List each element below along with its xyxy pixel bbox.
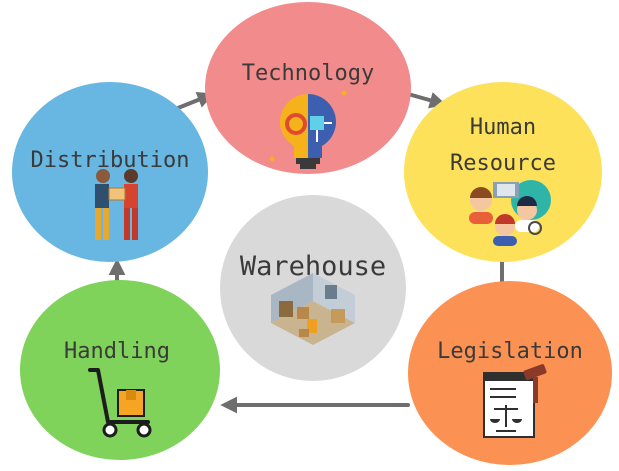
warehouse-room-icon	[271, 273, 355, 345]
legislation-label: Legislation	[437, 339, 583, 364]
people-group-icon	[469, 180, 551, 246]
hand-truck-box-icon	[88, 368, 152, 438]
human-resource-circle	[404, 82, 602, 262]
node-human-resource: Human Resource	[404, 82, 602, 262]
human-resource-label-line-2: Resource	[450, 151, 556, 176]
node-legislation: Legislation	[408, 281, 612, 465]
technology-label: Technology	[242, 61, 374, 86]
arrow-distribution-to-technology	[176, 91, 215, 110]
node-warehouse: Warehouse	[220, 195, 406, 381]
handling-label: Handling	[64, 339, 170, 364]
technology-circle	[205, 2, 411, 174]
handling-circle	[20, 280, 220, 460]
arrow-technology-to-human-resource	[406, 92, 447, 109]
node-handling: Handling	[20, 280, 220, 460]
distribution-label: Distribution	[31, 148, 190, 173]
lightbulb-gear-icon	[269, 90, 347, 169]
node-distribution: Distribution	[12, 82, 208, 262]
people-exchange-box-icon	[95, 169, 138, 240]
human-resource-label-line-1: Human	[470, 115, 536, 140]
distribution-circle	[12, 82, 208, 262]
law-document-gavel-icon	[483, 364, 547, 438]
node-technology: Technology	[205, 2, 411, 174]
